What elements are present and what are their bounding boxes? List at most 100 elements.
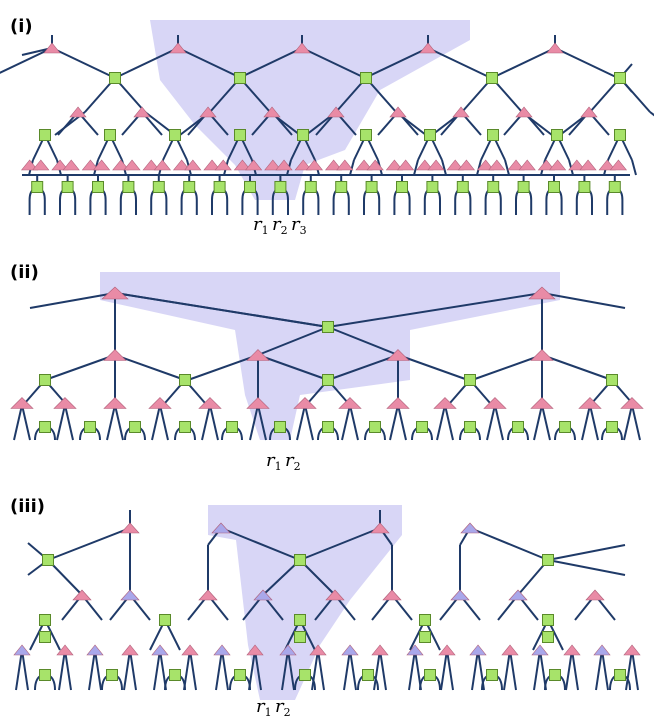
isometry-square bbox=[487, 181, 500, 193]
tensor-bond bbox=[249, 404, 259, 441]
isometry-square bbox=[542, 614, 554, 626]
isometry-square bbox=[551, 129, 563, 141]
site-label-r1: r1 bbox=[256, 696, 272, 719]
tensor-bond bbox=[444, 404, 454, 441]
tensor-bond bbox=[533, 649, 541, 691]
tensor-bond bbox=[123, 649, 131, 691]
isometry-square bbox=[226, 421, 238, 433]
disentangler-triangle bbox=[244, 159, 263, 171]
physical-leg bbox=[162, 189, 168, 215]
isometry-square bbox=[396, 181, 408, 193]
tensor-bond bbox=[343, 649, 351, 691]
disentangler-triangle bbox=[275, 159, 293, 171]
isometry-square bbox=[322, 421, 334, 433]
physical-leg bbox=[618, 189, 624, 215]
tensor-bond bbox=[446, 649, 454, 691]
physical-leg bbox=[344, 189, 350, 215]
disentangler-triangle bbox=[121, 644, 139, 656]
tensor-bond bbox=[114, 292, 329, 328]
disentangler-triangle bbox=[548, 159, 567, 171]
disentangler-triangle bbox=[460, 522, 480, 534]
disentangler-triangle bbox=[293, 42, 311, 54]
physical-leg bbox=[89, 189, 95, 215]
isometry-square bbox=[487, 129, 499, 141]
isometry-square bbox=[542, 631, 554, 643]
isometry-square bbox=[512, 421, 524, 433]
tensor-bond bbox=[13, 404, 23, 441]
tensor-bond bbox=[56, 404, 66, 441]
tensor-bond bbox=[631, 404, 641, 441]
physical-leg bbox=[40, 189, 46, 215]
disentangler-triangle bbox=[568, 159, 586, 171]
disentangler-triangle bbox=[446, 159, 464, 171]
isometry-square bbox=[183, 181, 196, 193]
isometry-square bbox=[304, 181, 317, 193]
disentangler-triangle bbox=[563, 644, 581, 656]
disentangler-triangle bbox=[172, 159, 191, 171]
tensor-bond bbox=[129, 649, 137, 691]
disentangler-triangle bbox=[120, 522, 140, 534]
isometry-square bbox=[426, 181, 439, 193]
isometry-square bbox=[517, 181, 530, 193]
tensor-bond bbox=[201, 404, 211, 441]
tensor-bond bbox=[541, 354, 613, 381]
causal-cone-region bbox=[150, 20, 470, 200]
tensor-bond bbox=[469, 527, 549, 561]
disentangler-triangle bbox=[386, 397, 410, 409]
isometry-square bbox=[424, 669, 436, 681]
tensor-bond bbox=[436, 404, 446, 441]
isometry-square bbox=[606, 421, 618, 433]
disentangler-triangle bbox=[43, 42, 61, 54]
disentangler-triangle bbox=[32, 159, 50, 171]
isometry-square bbox=[104, 129, 116, 141]
physical-leg bbox=[454, 189, 460, 215]
tensor-bond bbox=[349, 159, 355, 176]
tensor-bond bbox=[631, 159, 637, 176]
isometry-square bbox=[179, 421, 191, 433]
physical-leg bbox=[59, 189, 65, 215]
tensor-bond bbox=[0, 47, 53, 74]
tensor-bond bbox=[44, 354, 116, 381]
tensor-bond bbox=[581, 404, 591, 441]
isometry-square bbox=[322, 321, 334, 333]
tensor-bond bbox=[114, 47, 179, 79]
tensor-bond bbox=[159, 404, 169, 441]
physical-leg bbox=[496, 189, 502, 215]
disentangler-triangle bbox=[92, 159, 111, 171]
disentangler-triangle bbox=[198, 589, 218, 601]
physical-leg bbox=[28, 189, 34, 215]
isometry-square bbox=[84, 421, 96, 433]
disentangler-triangle bbox=[153, 159, 172, 171]
physical-leg bbox=[314, 189, 320, 215]
tensor-bond bbox=[349, 649, 357, 691]
physical-leg bbox=[101, 189, 107, 215]
isometry-square bbox=[129, 421, 141, 433]
tensor-bond bbox=[595, 649, 603, 691]
physical-leg bbox=[131, 189, 137, 215]
isometry-square bbox=[152, 181, 165, 193]
isometry-square bbox=[234, 129, 246, 141]
disentangler-triangle bbox=[101, 286, 129, 300]
disentangler-triangle bbox=[593, 644, 611, 656]
isometry-square bbox=[464, 421, 476, 433]
isometry-square bbox=[274, 181, 287, 193]
physical-leg bbox=[515, 189, 521, 215]
tensor-bond bbox=[311, 649, 319, 691]
disentangler-triangle bbox=[507, 159, 525, 171]
disentangler-triangle bbox=[20, 159, 39, 171]
disentangler-triangle bbox=[10, 397, 34, 409]
tensor-bond bbox=[153, 649, 161, 691]
disentangler-triangle bbox=[293, 397, 317, 409]
physical-leg bbox=[435, 189, 441, 215]
panel-label-iii: (iii) bbox=[10, 496, 45, 517]
disentangler-triangle bbox=[338, 397, 362, 409]
physical-leg bbox=[557, 189, 563, 215]
isometry-square bbox=[549, 669, 561, 681]
disentangler-triangle bbox=[620, 397, 644, 409]
disentangler-triangle bbox=[585, 589, 605, 601]
isometry-square bbox=[559, 421, 571, 433]
tensor-bond bbox=[189, 649, 197, 691]
tensor-bond bbox=[364, 47, 429, 79]
disentangler-triangle bbox=[386, 349, 410, 361]
